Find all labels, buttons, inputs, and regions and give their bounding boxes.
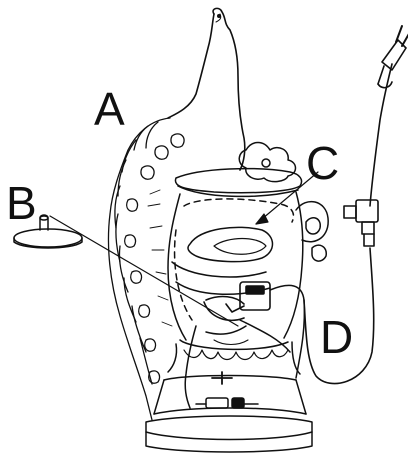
callout-b: B bbox=[6, 180, 37, 226]
pump-chamber bbox=[172, 227, 273, 294]
transformer-icon bbox=[344, 200, 378, 246]
pump-icon bbox=[204, 282, 270, 320]
callout-d: D bbox=[320, 314, 353, 360]
callout-c: C bbox=[306, 140, 339, 186]
leader-lines bbox=[50, 172, 318, 326]
peacock-neck bbox=[168, 8, 245, 170]
callout-a: A bbox=[94, 86, 125, 132]
upper-bowl bbox=[175, 143, 301, 197]
power-plug-icon bbox=[378, 26, 408, 88]
peacock-feathers bbox=[108, 118, 184, 420]
pedestal bbox=[146, 340, 312, 452]
leader-b bbox=[50, 216, 238, 326]
